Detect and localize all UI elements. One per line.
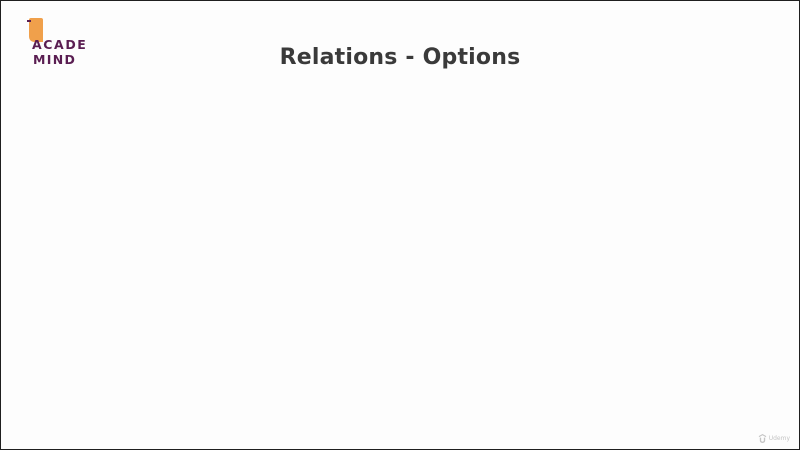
- academind-logo: ACADE MIND: [21, 18, 111, 70]
- watermark-text: Udemy: [768, 435, 790, 442]
- slide-title: Relations - Options: [279, 45, 521, 70]
- logo-mark-icon: [27, 18, 43, 42]
- logo-text-line-1: ACADE: [32, 37, 88, 52]
- logo-text-line-2: MIND: [33, 52, 77, 67]
- udemy-logo-icon: [758, 434, 766, 443]
- udemy-watermark: Udemy: [758, 434, 790, 443]
